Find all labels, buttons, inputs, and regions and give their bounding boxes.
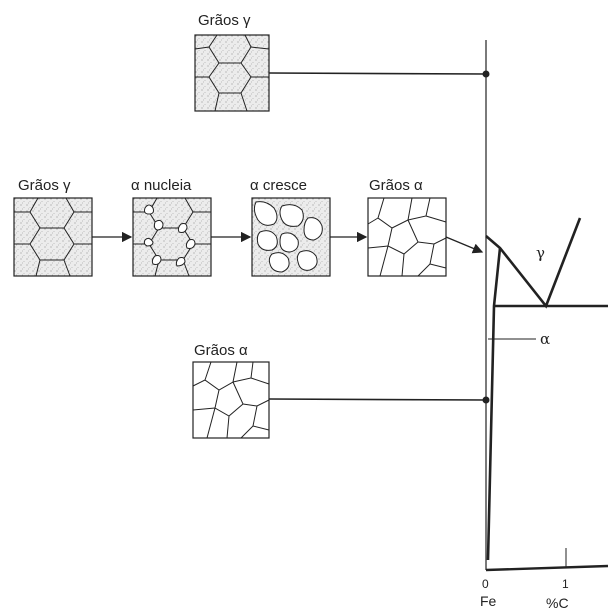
a3-line <box>486 218 580 306</box>
sequence-austenite-micrograph <box>14 198 92 276</box>
x-tick-0: 0 <box>482 577 489 591</box>
x-element-label: Fe <box>480 593 497 609</box>
gamma-region-label: γ <box>536 244 545 262</box>
sequence-alpha-growing-micrograph <box>252 198 330 276</box>
sequence-label-gamma-grains: Grãos γ <box>18 177 71 194</box>
top-sample-label: Grãos γ <box>198 12 251 29</box>
top-austenite-grains-micrograph <box>195 35 269 111</box>
x-tick-1: 1 <box>562 577 569 591</box>
alpha-solvus-line <box>488 248 500 560</box>
bottom-sample-connector <box>269 399 486 400</box>
x-unit-label: %C <box>546 595 569 611</box>
sequence-label-alpha-grains: Grãos α <box>369 177 423 194</box>
sequence-label-alpha-nucleates: α nucleia <box>131 177 192 194</box>
sequence-alpha-nucleating-micrograph <box>133 198 211 276</box>
fe-c-phase-diagram: γ α 0 1 Fe %C <box>480 40 608 611</box>
top-sample-connector <box>269 73 486 74</box>
sequence-label-alpha-grows: α cresce <box>250 177 307 194</box>
alpha-region-label: α <box>540 330 550 348</box>
bottom-ferrite-grains-micrograph <box>193 362 269 438</box>
bottom-sample-label: Grãos α <box>194 342 248 359</box>
bottom-solvus-line <box>486 566 608 570</box>
sequence-ferrite-micrograph <box>368 198 446 276</box>
